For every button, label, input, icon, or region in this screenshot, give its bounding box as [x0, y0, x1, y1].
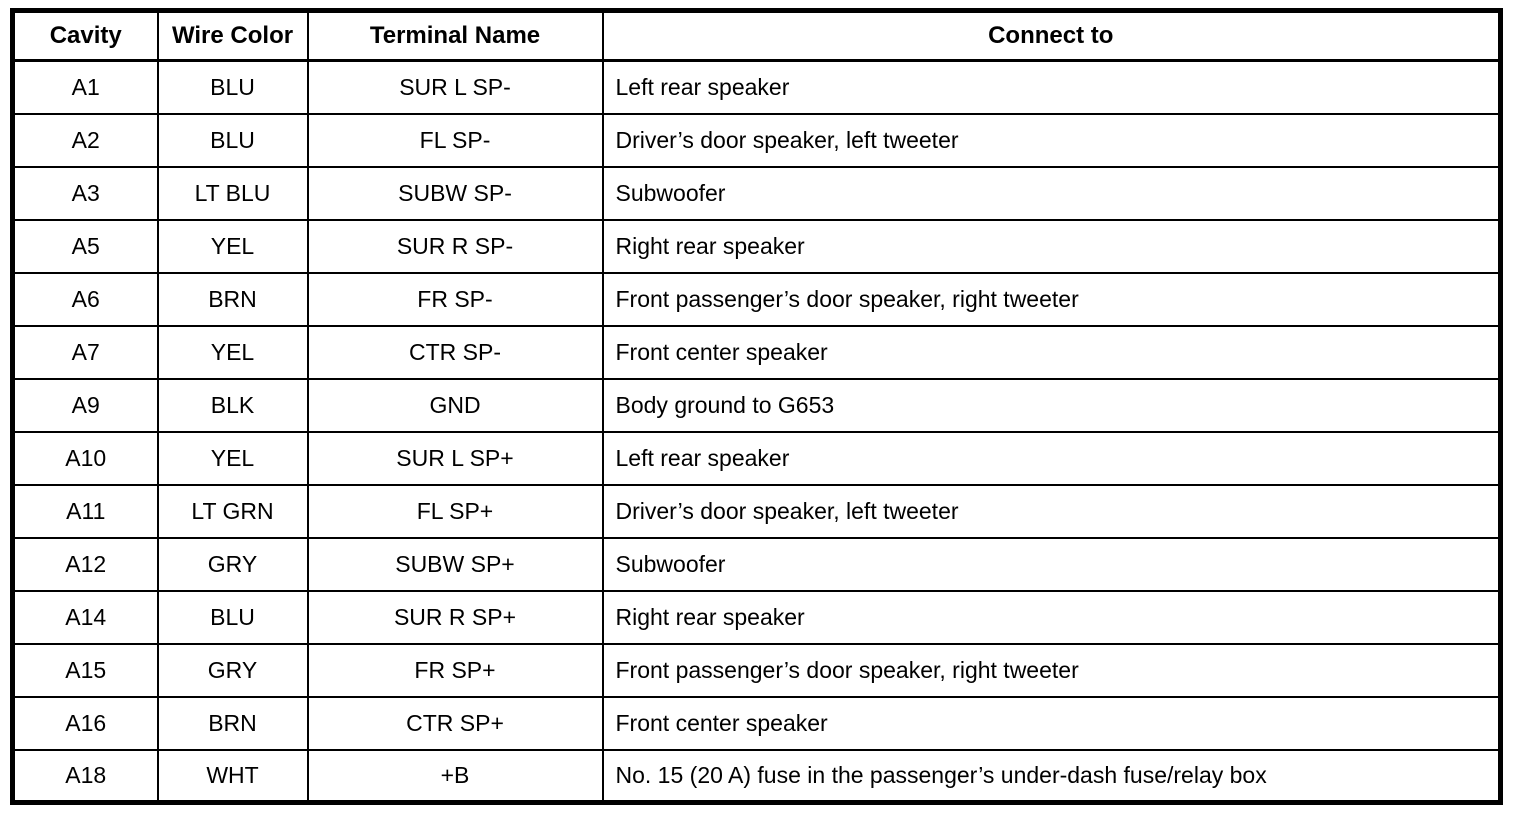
- terminal-name-cell: CTR SP-: [306, 324, 604, 380]
- table-row: A1 BLU SUR L SP- Left rear speaker: [11, 59, 1502, 115]
- table-row: A18 WHT +B No. 15 (20 A) fuse in the pas…: [11, 748, 1502, 804]
- connect-to-cell: Left rear speaker: [601, 59, 1502, 115]
- wire-color-cell: BLU: [156, 589, 309, 645]
- terminal-name-cell: FR SP+: [306, 642, 604, 698]
- connector-pinout-table: Cavity Wire Color Terminal Name Connect …: [10, 8, 1503, 805]
- terminal-name-cell: +B: [306, 748, 604, 804]
- table-row: A16 BRN CTR SP+ Front center speaker: [11, 695, 1502, 751]
- terminal-name-cell: FL SP+: [306, 483, 604, 539]
- connect-to-cell: Front center speaker: [601, 324, 1502, 380]
- wire-color-cell: YEL: [156, 218, 309, 274]
- wire-color-cell: WHT: [156, 748, 309, 804]
- terminal-name-cell: SUBW SP-: [306, 165, 604, 221]
- table-row: A11 LT GRN FL SP+ Driver’s door speaker,…: [11, 483, 1502, 539]
- table-row: A3 LT BLU SUBW SP- Subwoofer: [11, 165, 1502, 221]
- table-body: A1 BLU SUR L SP- Left rear speaker A2 BL…: [11, 59, 1502, 804]
- connect-to-cell: Subwoofer: [601, 536, 1502, 592]
- connect-to-cell: Body ground to G653: [601, 377, 1502, 433]
- wire-color-cell: YEL: [156, 324, 309, 380]
- table-row: A2 BLU FL SP- Driver’s door speaker, lef…: [11, 112, 1502, 168]
- connect-to-cell: Subwoofer: [601, 165, 1502, 221]
- connect-to-cell: No. 15 (20 A) fuse in the passenger’s un…: [601, 748, 1502, 804]
- cavity-cell: A6: [11, 271, 159, 327]
- wire-color-cell: LT BLU: [156, 165, 309, 221]
- terminal-name-cell: SUR R SP+: [306, 589, 604, 645]
- wire-color-cell: GRY: [156, 642, 309, 698]
- terminal-name-cell: GND: [306, 377, 604, 433]
- cavity-cell: A1: [11, 59, 159, 115]
- cavity-cell: A14: [11, 589, 159, 645]
- connect-to-cell: Left rear speaker: [601, 430, 1502, 486]
- header-terminal-name: Terminal Name: [306, 9, 604, 62]
- table-row: A10 YEL SUR L SP+ Left rear speaker: [11, 430, 1502, 486]
- cavity-cell: A2: [11, 112, 159, 168]
- terminal-name-cell: FL SP-: [306, 112, 604, 168]
- connect-to-cell: Front passenger’s door speaker, right tw…: [601, 271, 1502, 327]
- table-row: A14 BLU SUR R SP+ Right rear speaker: [11, 589, 1502, 645]
- table-row: A15 GRY FR SP+ Front passenger’s door sp…: [11, 642, 1502, 698]
- terminal-name-cell: FR SP-: [306, 271, 604, 327]
- wire-color-cell: GRY: [156, 536, 309, 592]
- wire-color-cell: BRN: [156, 695, 309, 751]
- header-connect-to: Connect to: [601, 9, 1502, 62]
- cavity-cell: A15: [11, 642, 159, 698]
- cavity-cell: A16: [11, 695, 159, 751]
- cavity-cell: A10: [11, 430, 159, 486]
- table-row: A5 YEL SUR R SP- Right rear speaker: [11, 218, 1502, 274]
- cavity-cell: A18: [11, 748, 159, 804]
- wire-color-cell: YEL: [156, 430, 309, 486]
- terminal-name-cell: SUBW SP+: [306, 536, 604, 592]
- connect-to-cell: Front passenger’s door speaker, right tw…: [601, 642, 1502, 698]
- connect-to-cell: Driver’s door speaker, left tweeter: [601, 112, 1502, 168]
- header-wire-color: Wire Color: [156, 9, 309, 62]
- connect-to-cell: Driver’s door speaker, left tweeter: [601, 483, 1502, 539]
- wire-color-cell: BLU: [156, 112, 309, 168]
- wire-color-cell: BLK: [156, 377, 309, 433]
- cavity-cell: A7: [11, 324, 159, 380]
- terminal-name-cell: CTR SP+: [306, 695, 604, 751]
- table-header: Cavity Wire Color Terminal Name Connect …: [11, 9, 1502, 62]
- cavity-cell: A11: [11, 483, 159, 539]
- wire-color-cell: LT GRN: [156, 483, 309, 539]
- cavity-cell: A5: [11, 218, 159, 274]
- header-cavity: Cavity: [11, 9, 159, 62]
- connect-to-cell: Front center speaker: [601, 695, 1502, 751]
- cavity-cell: A12: [11, 536, 159, 592]
- table-row: A9 BLK GND Body ground to G653: [11, 377, 1502, 433]
- terminal-name-cell: SUR L SP-: [306, 59, 604, 115]
- wire-color-cell: BLU: [156, 59, 309, 115]
- cavity-cell: A9: [11, 377, 159, 433]
- terminal-name-cell: SUR L SP+: [306, 430, 604, 486]
- wire-color-cell: BRN: [156, 271, 309, 327]
- table-row: A7 YEL CTR SP- Front center speaker: [11, 324, 1502, 380]
- connect-to-cell: Right rear speaker: [601, 218, 1502, 274]
- cavity-cell: A3: [11, 165, 159, 221]
- terminal-name-cell: SUR R SP-: [306, 218, 604, 274]
- table-row: A12 GRY SUBW SP+ Subwoofer: [11, 536, 1502, 592]
- connect-to-cell: Right rear speaker: [601, 589, 1502, 645]
- header-row: Cavity Wire Color Terminal Name Connect …: [11, 9, 1502, 62]
- table-row: A6 BRN FR SP- Front passenger’s door spe…: [11, 271, 1502, 327]
